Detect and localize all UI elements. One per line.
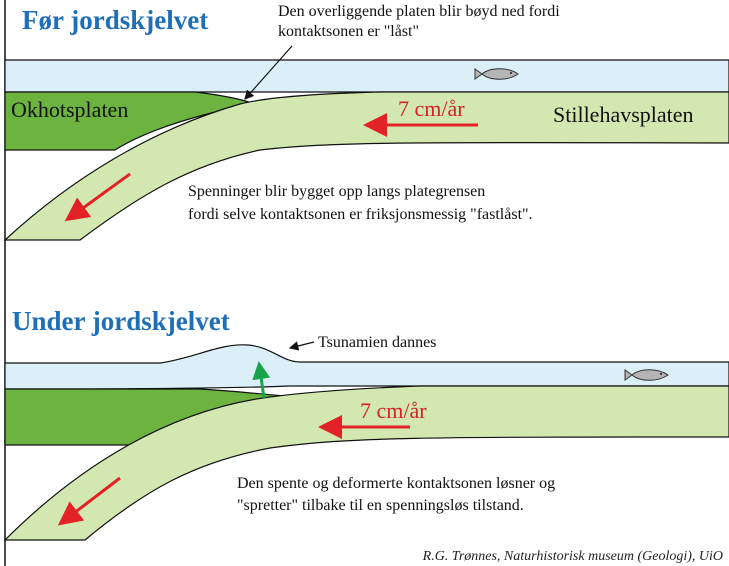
sea-before: [4, 59, 729, 93]
tsunami-label: Tsunamien dannes: [318, 334, 436, 351]
during-note-line1: Den spente og deformerte kontaktsonen lø…: [237, 475, 555, 492]
before-panel: Før jordskjelvet Den overliggende platen…: [3, 3, 729, 241]
during-note-line2: "spretter" tilbake til en spenningsløs t…: [237, 497, 524, 514]
fish-icon: [624, 369, 669, 381]
okhotsk-plate-label: Okhotsplaten: [11, 97, 128, 122]
tsunami-pointer: [288, 341, 315, 351]
pacific-plate-during: [3, 385, 729, 541]
rate-label-before: 7 cm/år: [398, 96, 465, 121]
rate-label-during: 7 cm/år: [360, 398, 427, 423]
before-note-line1: Spenninger blir bygget opp langs plategr…: [188, 183, 485, 200]
before-title: Før jordskjelvet: [22, 5, 208, 35]
sea-during: [4, 344, 729, 390]
during-title: Under jordskjelvet: [12, 306, 230, 336]
before-callout-line2: kontaktsonen er "låst": [278, 23, 419, 40]
credit-line: R.G. Trønnes, Naturhistorisk museum (Geo…: [422, 549, 723, 564]
fish-icon: [474, 68, 519, 80]
callout-pointer-before: [244, 45, 293, 100]
green-up-arrow-icon: [252, 361, 271, 399]
red-arrow-icon: [57, 476, 121, 526]
before-note-line2: fordi selve kontaktsonen er friksjonsmes…: [188, 206, 533, 223]
during-panel: Under jordskjelvet Tsunamien dannes 7 cm…: [3, 306, 729, 541]
pacific-plate-label: Stillehavsplaten: [553, 102, 694, 127]
pacific-plate-before: [3, 91, 729, 241]
before-callout-line1: Den overliggende platen blir bøyd ned fo…: [278, 3, 560, 20]
red-arrow-icon: [64, 172, 131, 222]
